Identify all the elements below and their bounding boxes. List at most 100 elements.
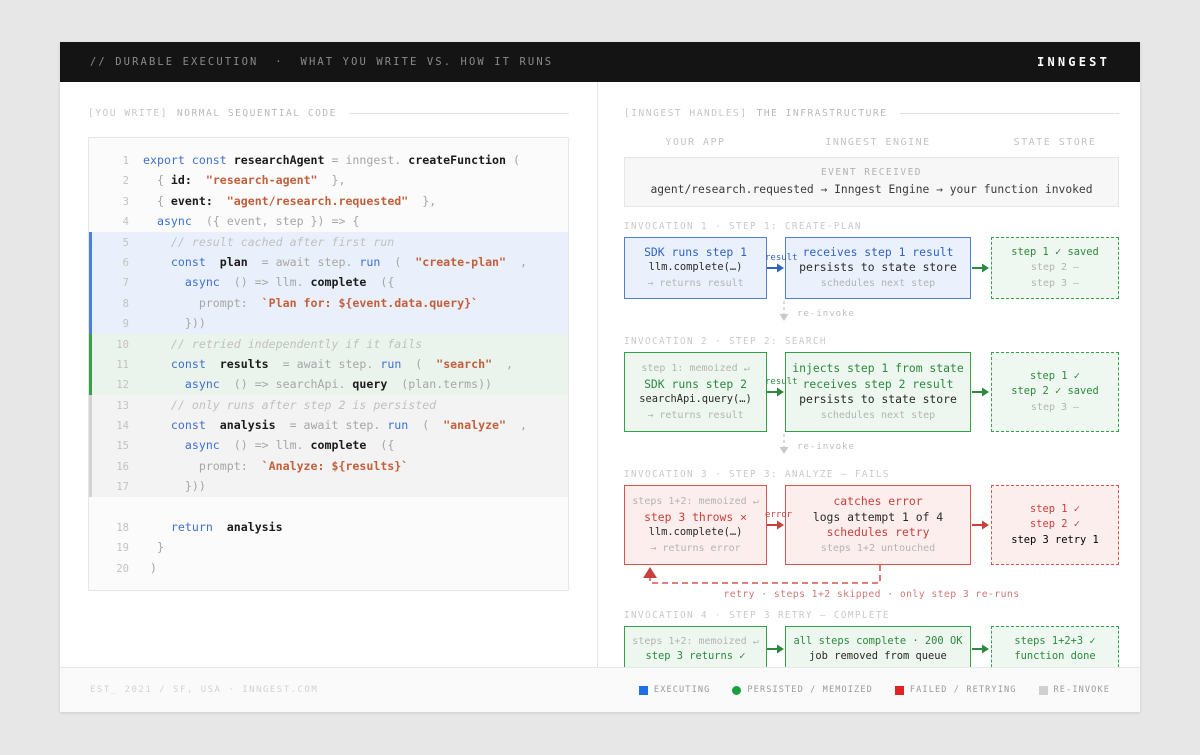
legend-label: FAILED / RETRYING xyxy=(909,685,1017,695)
box-line: schedules next step xyxy=(820,409,936,421)
box-line: step 2 ✓ saved xyxy=(1011,385,1099,398)
box-line: step 2 – xyxy=(1030,262,1080,274)
poster-card: // DURABLE EXECUTION · WHAT YOU WRITE VS… xyxy=(60,42,1140,712)
code-line: 6 const plan = await step. run ( "create… xyxy=(89,251,568,273)
code-line: 17 })) xyxy=(89,476,568,497)
code-line-number: 2 xyxy=(122,175,129,188)
box-line: schedules retry xyxy=(826,525,930,539)
code-line-number: 3 xyxy=(122,195,129,208)
code-line-source: // result cached after first run xyxy=(143,234,395,249)
code-line: 3 { event: "agent/research.requested" }, xyxy=(89,191,568,211)
left-pane-label: [YOU WRITE] NORMAL SEQUENTIAL CODE xyxy=(88,108,569,119)
box-line: persists to state store xyxy=(799,260,957,275)
code-line-source: prompt: `Analyze: ${results}` xyxy=(143,458,409,473)
invocation-row-label: INVOCATION 1 · STEP 1: CREATE-PLAN xyxy=(624,221,862,232)
code-line-number: 13 xyxy=(116,399,129,412)
code-line-source: async () => searchApi. query (plan.terms… xyxy=(184,377,493,392)
code-line-source xyxy=(143,497,150,517)
invocation-row-label: INVOCATION 3 · STEP 3: ANALYZE — FAILS xyxy=(624,469,890,480)
code-line-source: const plan = await step. run ( "create-p… xyxy=(170,254,527,269)
left-pane-title: NORMAL SEQUENTIAL CODE xyxy=(176,108,337,119)
code-line-number: 11 xyxy=(116,358,129,371)
your-app-box: steps 1+2: memoized ↵ step 3 returns ✓ xyxy=(624,626,767,672)
arrow-label: error xyxy=(765,510,793,520)
column-header-inngest-engine: INNGEST ENGINE xyxy=(825,137,931,148)
legend-label: PERSISTED / MEMOIZED xyxy=(747,685,873,695)
retry-dashed-path xyxy=(643,565,881,584)
re-invoke-connector: re-invoke xyxy=(624,434,1119,459)
code-line: 7 async () => llm. complete ({ xyxy=(89,272,568,293)
box-line: steps 1+2 untouched xyxy=(820,542,936,554)
inngest-engine-box: all steps complete · 200 OK job removed f… xyxy=(785,626,971,672)
invocation-row-label: INVOCATION 2 · STEP 2: SEARCH xyxy=(624,336,827,347)
right-pane: [INNGEST HANDLES] THE INFRASTRUCTURE YOU… xyxy=(597,82,1140,672)
code-line-source: })) xyxy=(143,316,206,331)
box-line: step 1: memoized ↵ xyxy=(641,363,750,374)
code-line-number: 18 xyxy=(116,522,129,535)
code-line-number: 1 xyxy=(122,155,129,167)
code-line-number: 5 xyxy=(122,236,129,249)
box-line: step 1 ✓ xyxy=(1029,502,1081,515)
header-bar: // DURABLE EXECUTION · WHAT YOU WRITE VS… xyxy=(60,42,1140,82)
box-line: llm.complete(…) xyxy=(648,526,743,538)
footer-credit: EST_ 2021 / SF, USA · INNGEST.COM xyxy=(90,685,319,695)
code-line-source: async () => llm. complete ({ xyxy=(184,275,395,290)
box-line: persists to state store xyxy=(799,392,957,406)
code-line-source: })) xyxy=(143,479,206,494)
box-line: all steps complete · 200 OK xyxy=(793,634,963,647)
code-line-source: ) xyxy=(143,560,157,575)
code-line-source: } xyxy=(143,540,164,555)
code-line-number: 6 xyxy=(122,256,129,269)
invocation-flow: INVOCATION 1 · STEP 1: CREATE-PLAN SDK ru… xyxy=(624,221,1119,672)
box-line: receives step 1 result xyxy=(802,244,954,259)
code-line: 12 async () => searchApi. query (plan.te… xyxy=(89,374,568,395)
code-line-number: 7 xyxy=(122,277,129,290)
code-line-number: 14 xyxy=(116,420,129,433)
header-title: // DURABLE EXECUTION · WHAT YOU WRITE VS… xyxy=(90,56,554,68)
arrow-engine-to-store xyxy=(971,626,991,672)
box-line: steps 1+2+3 ✓ xyxy=(1014,634,1096,647)
code-line: 4 async ({ event, step }) => { xyxy=(89,211,568,231)
arrow-app-to-engine: result xyxy=(765,352,798,432)
re-invoke-label: re-invoke xyxy=(797,308,855,319)
code-line: 15 async () => llm. complete ({ xyxy=(89,435,568,456)
left-pane-tag: [YOU WRITE] xyxy=(88,108,168,119)
event-bar-detail: agent/research.requested → Inngest Engin… xyxy=(650,183,1093,196)
box-line: step 3 returns ✓ xyxy=(645,650,746,662)
box-line: → returns result xyxy=(647,277,744,289)
code-line-source: const results = await step. run ( "searc… xyxy=(170,356,514,371)
code-line-number: 10 xyxy=(116,338,129,351)
code-line: 18 return analysis xyxy=(89,517,568,537)
box-line: injects step 1 from state xyxy=(792,361,964,375)
state-store-box: step 1 ✓step 2 ✓step 3 retry 1 xyxy=(991,485,1119,565)
code-line: 16 prompt: `Analyze: ${results}` xyxy=(89,455,568,477)
code-line-source: const analysis = await step. run ( "anal… xyxy=(170,418,527,433)
code-line-source: { event: "agent/research.requested" }, xyxy=(143,193,437,208)
code-line: 20 ) xyxy=(89,558,568,578)
box-line: SDK runs step 2 xyxy=(644,376,747,391)
code-line-number: 9 xyxy=(122,318,129,331)
box-line: job removed from queue xyxy=(809,650,947,662)
code-line-number: 16 xyxy=(116,460,129,473)
box-line: step 3 throws × xyxy=(644,509,747,524)
legend-item: RE-INVOKE xyxy=(1038,685,1110,695)
event-bar-title: EVENT RECEIVED xyxy=(820,167,923,178)
column-header-state-store: STATE STORE xyxy=(1013,137,1097,148)
code-line: 19 } xyxy=(89,537,568,557)
code-line-source: prompt: `Plan for: ${event.data.query}` xyxy=(143,295,479,310)
arrow-app-to-engine: result xyxy=(765,237,798,299)
box-line: steps 1+2: memoized ↵ xyxy=(632,635,759,647)
code-line-source: // only runs after step 2 is persisted xyxy=(143,397,437,412)
code-line-source: return analysis xyxy=(170,520,283,535)
retry-note: retry · steps 1+2 skipped · only step 3 … xyxy=(723,589,1020,600)
box-line: SDK runs step 1 xyxy=(644,244,747,259)
code-line xyxy=(89,497,568,517)
legend-item: PERSISTED / MEMOIZED xyxy=(732,685,872,695)
